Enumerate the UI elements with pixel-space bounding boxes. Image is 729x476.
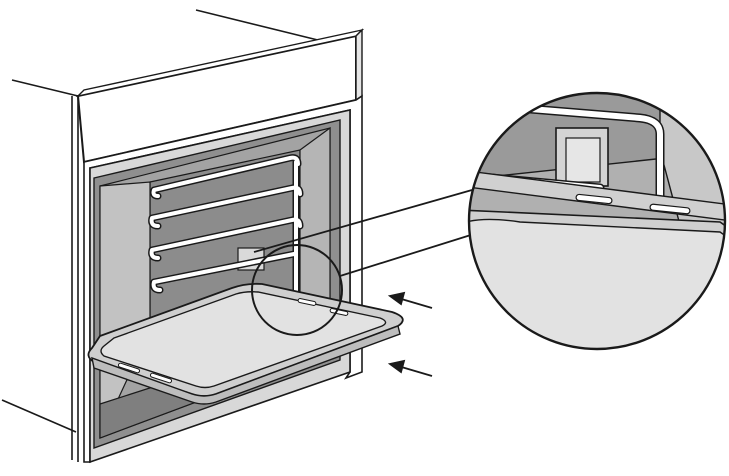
magnified-callout <box>467 91 727 351</box>
wire-shelf-runners <box>148 154 304 302</box>
arrow-left-icon <box>387 291 433 309</box>
cabinet-outline <box>1 9 335 462</box>
callout-connector-lines <box>253 189 475 277</box>
detail-highlight-circle <box>251 244 343 336</box>
arrow-left-icon <box>387 359 433 377</box>
